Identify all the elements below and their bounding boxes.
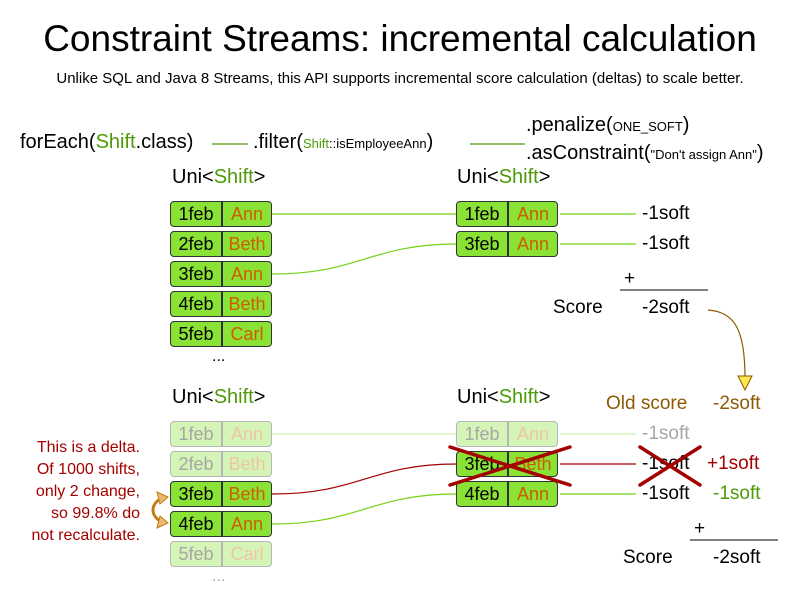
penalty-value-removed: -1soft	[642, 453, 690, 474]
more-ellipsis: ...	[212, 568, 226, 585]
more-ellipsis: ...	[212, 348, 226, 365]
penalty-value: -1soft	[642, 483, 690, 504]
penalty-value: -1soft	[642, 203, 690, 224]
score-label: Score	[623, 547, 673, 568]
score-value: -2soft	[713, 547, 761, 568]
page-title: Constraint Streams: incremental calculat…	[43, 18, 757, 59]
delta-note: This is a delta. Of 1000 shifts, only 2 …	[31, 439, 140, 544]
bottom-link-3feb	[271, 463, 458, 495]
delta-minus: -1soft	[713, 483, 761, 504]
top-link-3feb	[271, 243, 458, 275]
penalty-value: -1soft	[642, 233, 690, 254]
score-value: -2soft	[642, 297, 690, 318]
sum-plus: +	[624, 268, 636, 289]
asconstraint-call: .asConstraint("Don't assign Ann")	[526, 142, 764, 164]
uni-label-bottom-right: Uni<Shift>	[457, 386, 551, 408]
uni-label-bottom-left: Uni<Shift>	[172, 386, 266, 408]
score-label: Score	[553, 297, 603, 318]
sum-plus: +	[694, 518, 706, 539]
uni-label-top-right: Uni<Shift>	[457, 166, 551, 188]
old-score-label: Old score	[606, 393, 688, 414]
filter-call: .filter(Shift::isEmployeeAnn)	[253, 131, 434, 153]
penalty-value: -1soft	[642, 423, 690, 444]
uni-label-top-left: Uni<Shift>	[172, 166, 266, 188]
score-carry-arrowhead	[737, 375, 753, 392]
score-carry-arrow	[707, 309, 746, 379]
page-subtitle: Unlike SQL and Java 8 Streams, this API …	[56, 70, 744, 87]
penalize-call: .penalize(ONE_SOFT)	[526, 114, 690, 136]
foreach-call: forEach(Shift.class)	[20, 131, 194, 153]
old-score-value: -2soft	[713, 393, 761, 414]
bottom-link-4feb	[271, 493, 458, 525]
delta-plus: +1soft	[707, 453, 760, 474]
